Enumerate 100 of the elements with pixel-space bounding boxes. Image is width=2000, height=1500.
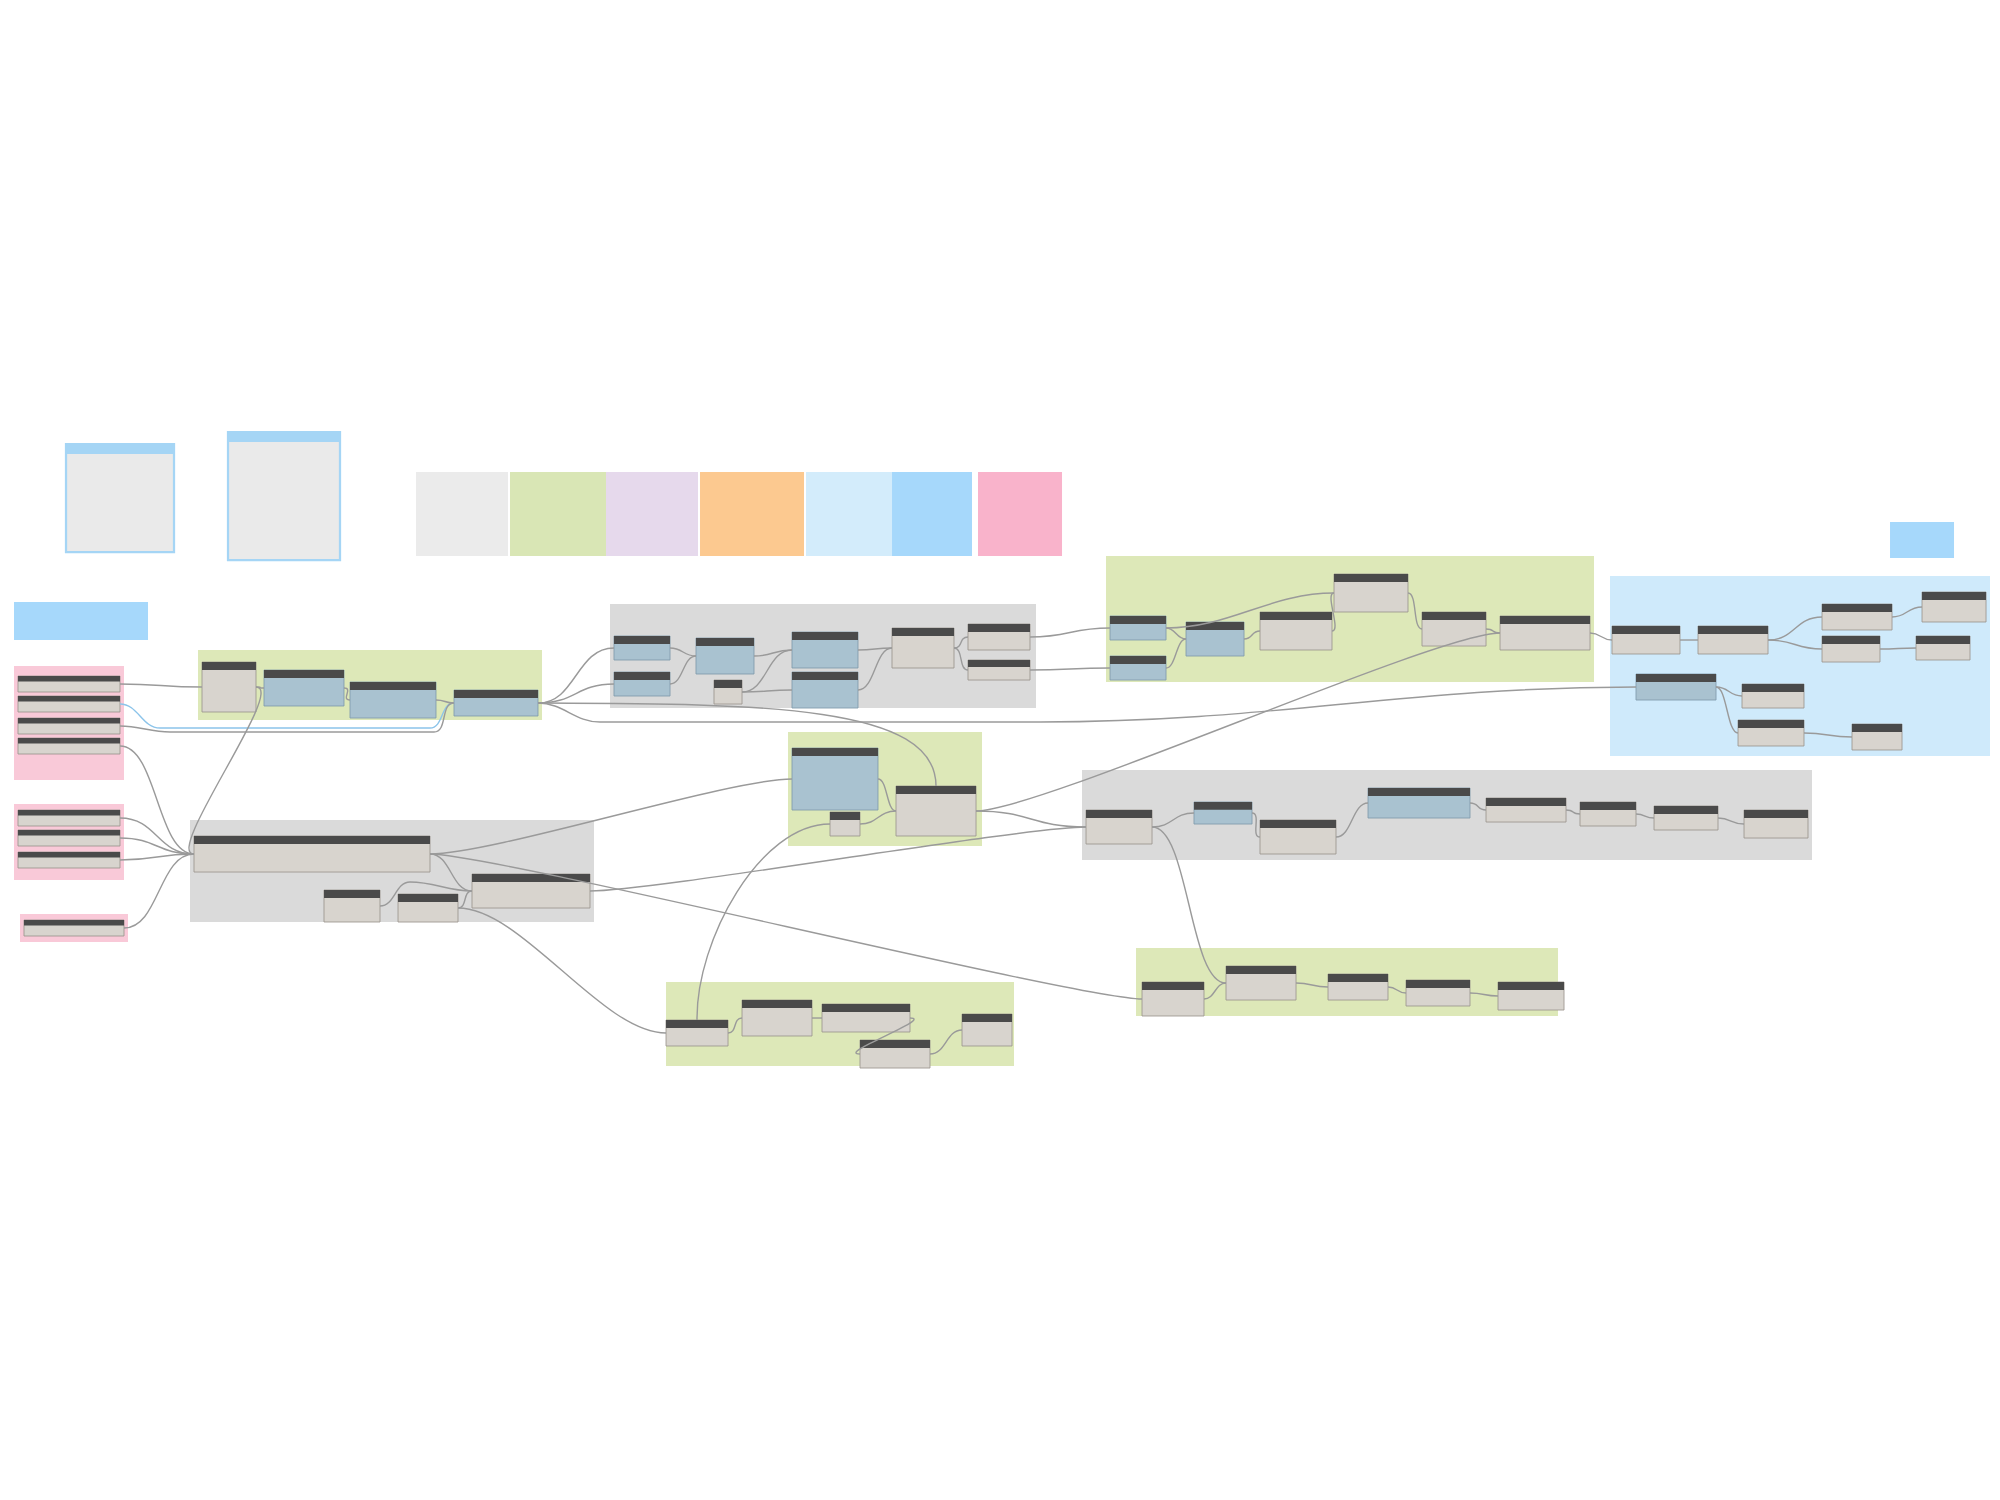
node-block [1109,655,1167,681]
node-block [1697,625,1769,655]
wire [811,1017,823,1019]
node-block [1259,611,1333,651]
wire [1589,632,1613,641]
wire [537,702,937,787]
wire [1243,630,1261,640]
wire [1387,986,1407,994]
node-block [829,811,861,837]
wire [753,649,793,657]
node-block [695,637,755,675]
wire [1767,639,1823,650]
node-block [471,873,591,909]
node-block [1611,625,1681,655]
node-block [1851,723,1903,751]
node-block [1737,719,1805,747]
wire [1330,592,1336,632]
node-block [1915,635,1971,661]
wire [537,686,1637,723]
node-block [263,669,345,707]
node-block [1259,819,1337,855]
node-block [665,1019,729,1047]
info-card [700,472,804,556]
info-card [978,472,1062,556]
info-card [416,472,508,556]
node-block [1225,965,1297,1001]
node-block [1741,683,1805,709]
wire [429,853,1143,1000]
info-card [510,472,606,556]
info-card [892,472,972,556]
wire [1151,812,1195,828]
node-block [17,717,121,735]
node-block [821,1003,911,1033]
node-block [891,627,955,669]
info-card [1890,522,1954,558]
info-card [806,472,892,556]
node-block [17,675,121,693]
node-block [17,737,121,755]
wire [669,647,697,657]
wire [975,632,1501,812]
wire [855,1017,915,1055]
wire [119,837,195,855]
wire [1295,982,1329,988]
wire [119,683,203,688]
wire [1251,812,1261,838]
node-block [17,695,121,713]
wire [1029,667,1111,671]
node-block [967,623,1031,651]
node-block [1085,809,1153,845]
wire [343,687,351,701]
wire [119,853,195,861]
node-block [791,631,859,669]
wire [669,655,697,685]
node-block [201,661,257,713]
node-block [1499,615,1591,651]
wire [1679,639,1699,641]
node-block [1141,981,1205,1017]
info-card [606,472,698,556]
wire [1715,686,1743,697]
wire [1165,592,1335,629]
wire [1469,802,1487,811]
wire [1469,992,1499,997]
node-block [791,747,879,811]
node-block [613,671,671,697]
wire [877,778,897,812]
wire [119,745,195,855]
wire [727,1017,743,1034]
wire [953,636,969,649]
wire [589,826,1087,892]
node-block [859,1039,931,1069]
wire [1165,638,1187,669]
wire [1151,826,1227,984]
node-block [323,889,381,923]
node-block [1921,591,1987,623]
node-block [17,809,121,827]
wire [929,1029,963,1055]
wire [188,686,262,855]
node-block [713,679,743,705]
node-block [1421,611,1487,647]
node-block [23,919,125,937]
wire [1891,606,1923,618]
wire [1635,813,1655,819]
wire [457,890,473,909]
node-block [1635,673,1717,701]
wire [379,881,473,907]
node-block [193,835,431,873]
wire [1879,647,1917,650]
wire [1565,809,1581,815]
node-block [1405,979,1471,1007]
wire [1029,627,1111,638]
wire [1335,802,1369,838]
wire [255,686,265,689]
node-block [1497,981,1565,1011]
wire [1715,686,1739,734]
wire [435,699,455,704]
node-block [613,635,671,661]
node-block [791,671,859,709]
node-block [1579,801,1637,827]
node-block [397,893,459,923]
wire [857,647,893,651]
